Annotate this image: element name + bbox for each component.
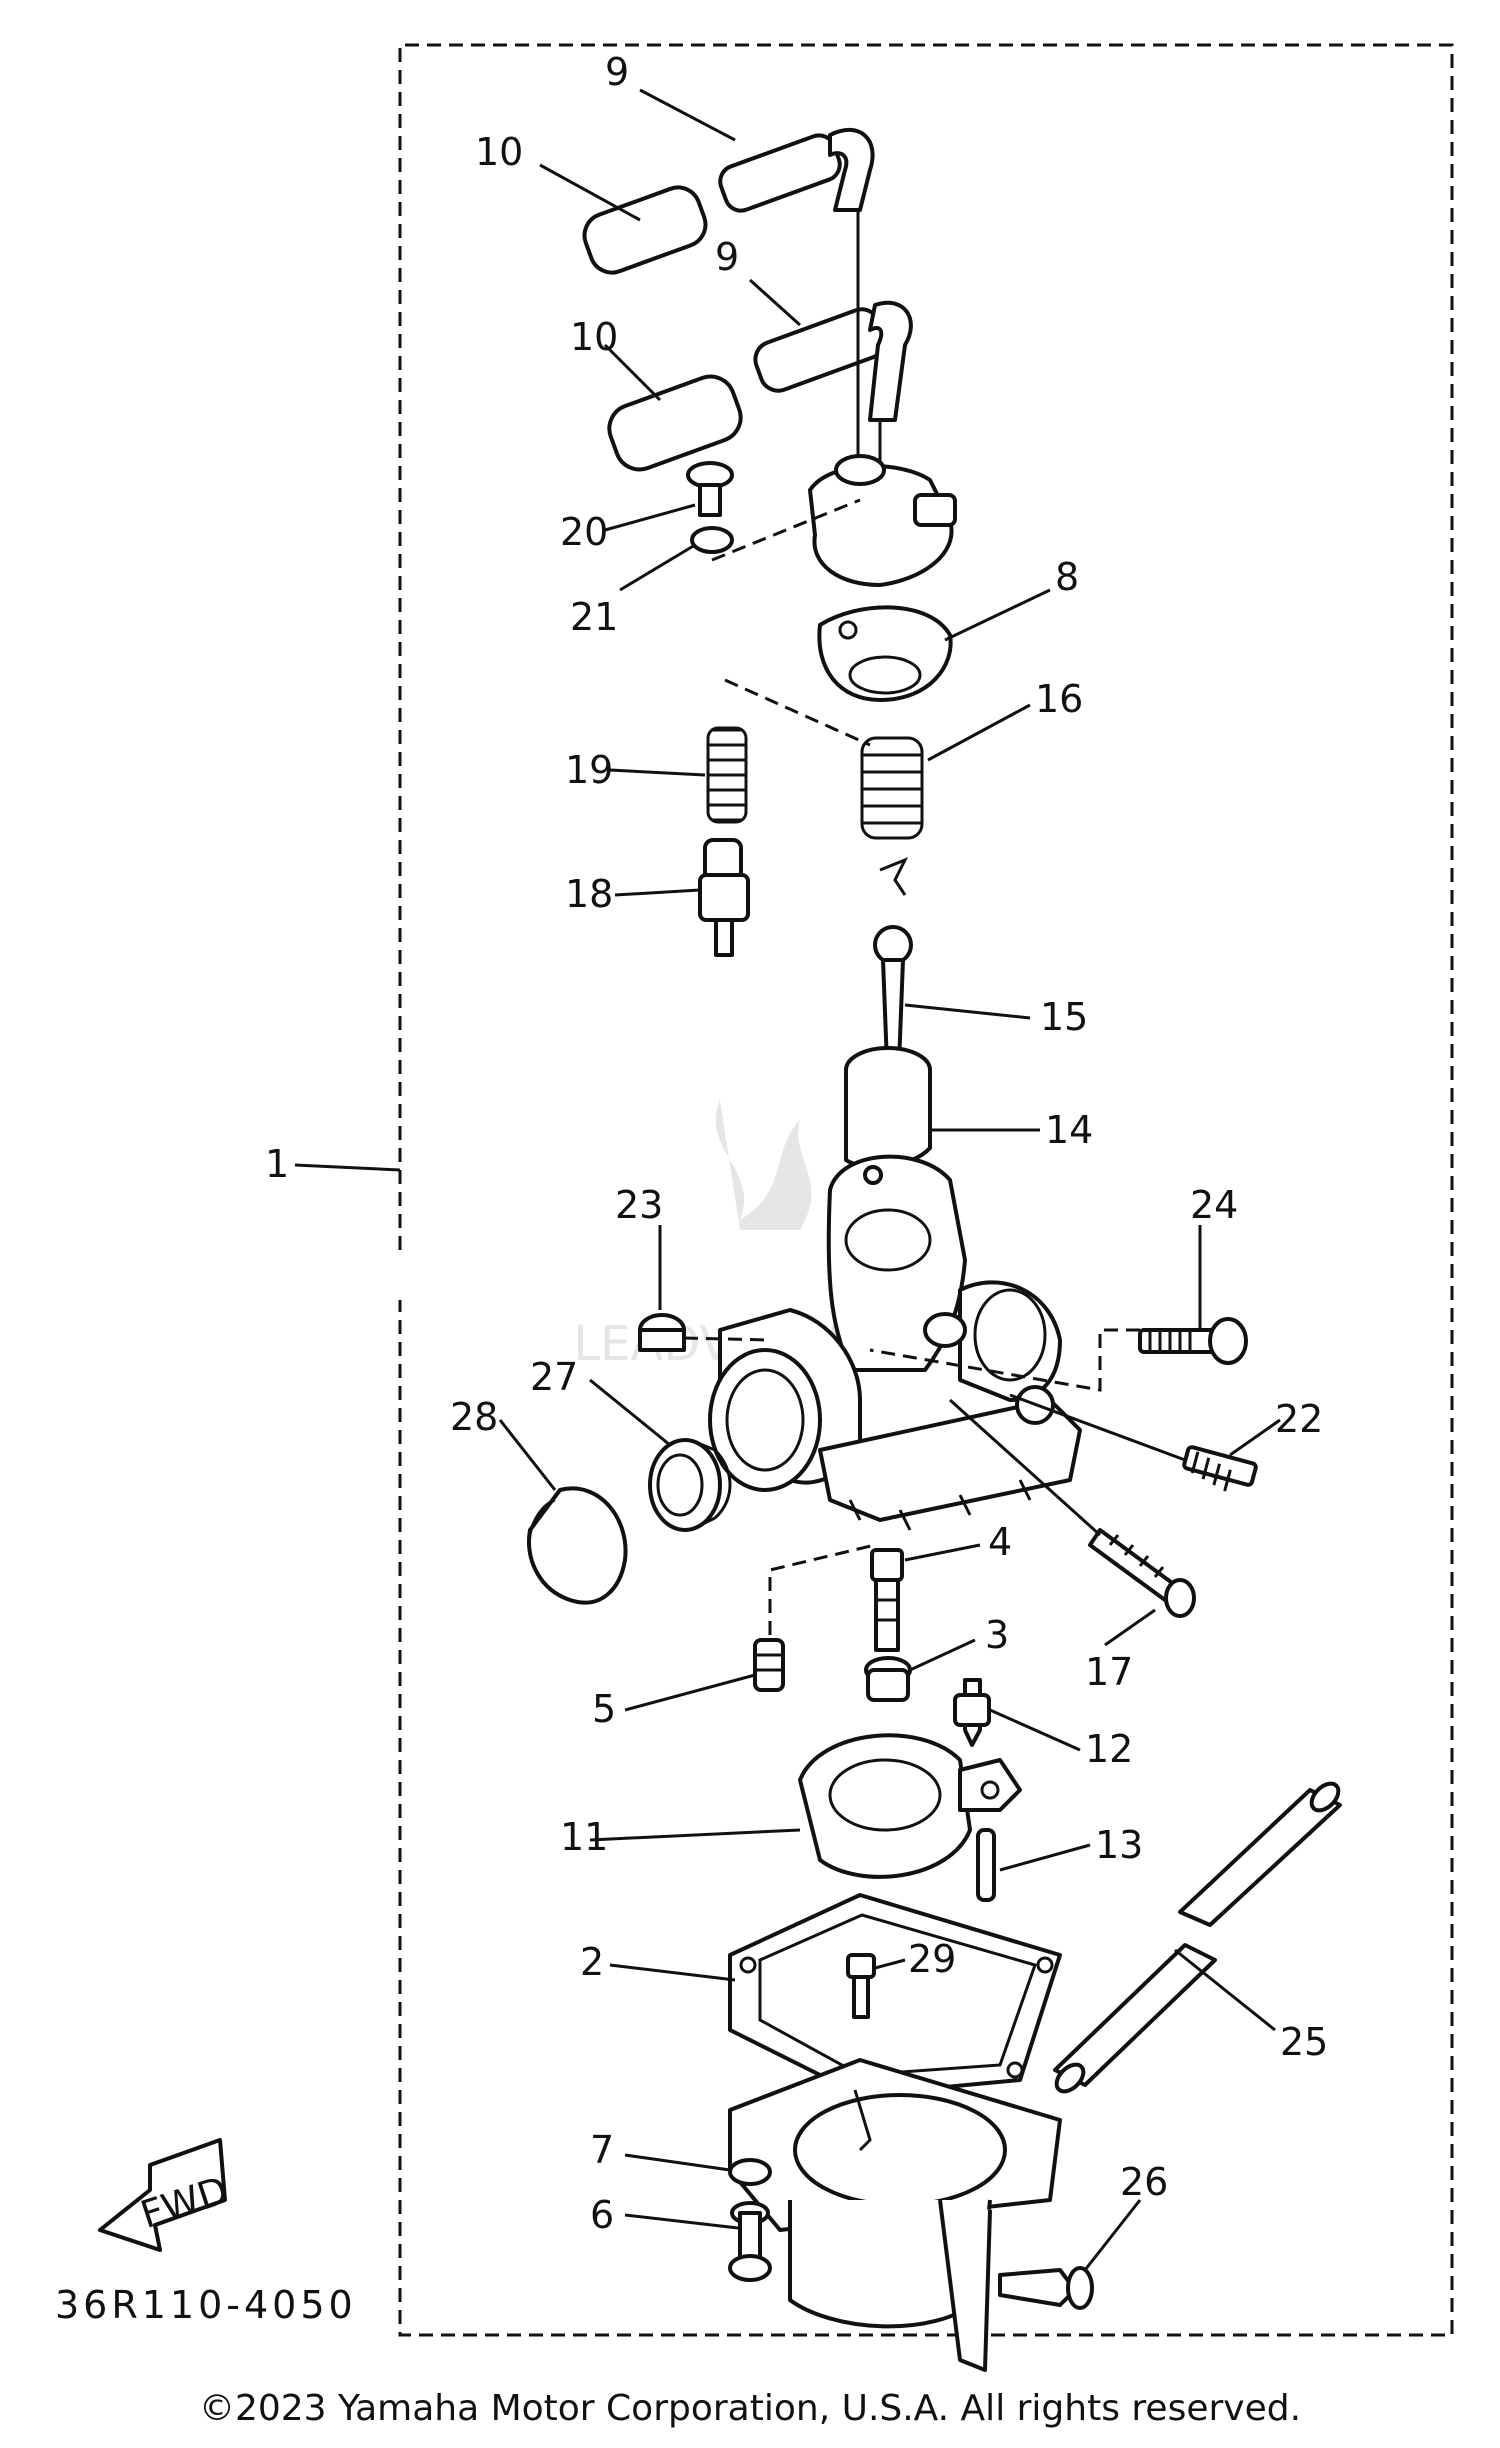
part-9-elbow-lower [753,300,913,422]
part-7-washer [728,2158,772,2186]
part-21-washer [690,526,734,554]
part-3-valve-seat [864,1656,912,1702]
callout-18: 18 [565,872,613,916]
forward-arrow-icon: FWD [98,2138,233,2252]
part-22-screw [1182,1445,1258,1492]
part-10-jet-upper [582,185,708,275]
part-10-jet-lower [607,374,743,472]
callout-20: 20 [560,510,608,554]
callout-26: 26 [1120,2160,1168,2204]
callout-28: 28 [450,1395,498,1439]
part-4-main-jet [870,1548,904,1652]
callout-16: 16 [1035,677,1083,721]
part-24-screw [1138,1317,1248,1365]
callout-21: 21 [570,595,618,639]
part-28-clamp [527,1486,628,1605]
part-9-elbow-upper [718,128,875,213]
part-14-throttle-valve [844,1046,932,1169]
callout-19: 19 [565,748,613,792]
part-13-pin [976,1828,996,1902]
assembly-boundary [398,43,1454,2337]
part-12-needle-valve [953,1678,991,1747]
callout-7: 7 [590,2128,614,2172]
copyright-notice: ©2023 Yamaha Motor Corporation, U.S.A. A… [198,2388,1302,2429]
callout-11: 11 [560,1815,608,1859]
callout-9a: 9 [605,50,629,94]
part-27-ring [648,1438,732,1532]
float-bowl [728,2058,1062,2372]
part-23-nut [638,1313,686,1352]
callout-10a: 10 [475,130,523,174]
callout-14: 14 [1045,1108,1093,1152]
callout-12: 12 [1085,1727,1133,1771]
part-19-spring [706,726,748,824]
callout-5: 5 [592,1687,616,1731]
callout-25: 25 [1280,2020,1328,2064]
part-26-drain-screw [998,2266,1094,2310]
callout-22: 22 [1275,1397,1323,1441]
part-8-gasket [817,605,953,702]
callout-24: 24 [1190,1183,1238,1227]
part-16-spring [860,736,924,840]
mixing-chamber-cap [808,454,957,587]
callout-1: 1 [265,1142,289,1186]
part-18-throttle-stop [698,838,750,957]
callout-23: 23 [615,1183,663,1227]
callout-numbers: 1 2 3 4 5 6 7 8 9 9 10 10 11 12 13 14 15… [265,50,1328,2237]
callout-15: 15 [1040,995,1088,1039]
part-11-float [798,1733,1022,1879]
part-5-jet [753,1638,785,1692]
drawing-number: 36R110-4050 [55,2283,357,2327]
callout-6: 6 [590,2193,614,2237]
part-17-screw [1088,1528,1196,1618]
callout-2: 2 [580,1940,604,1984]
callout-29: 29 [908,1937,956,1981]
part-25-hose [1053,1781,1342,2094]
callout-13: 13 [1095,1823,1143,1867]
part-20-screw [686,461,734,517]
callout-4: 4 [988,1520,1012,1564]
callout-17: 17 [1085,1650,1133,1694]
callout-27: 27 [530,1355,578,1399]
leader-lines [294,88,1281,2271]
callout-10b: 10 [570,315,618,359]
part-2-gasket [728,1893,1062,2097]
callout-8: 8 [1055,555,1079,599]
callout-9b: 9 [715,235,739,279]
part-6-screw [728,2201,772,2282]
part-29-pilot-jet [846,1953,876,2019]
carburetor-body [708,1154,1082,1531]
callout-3: 3 [985,1613,1009,1657]
